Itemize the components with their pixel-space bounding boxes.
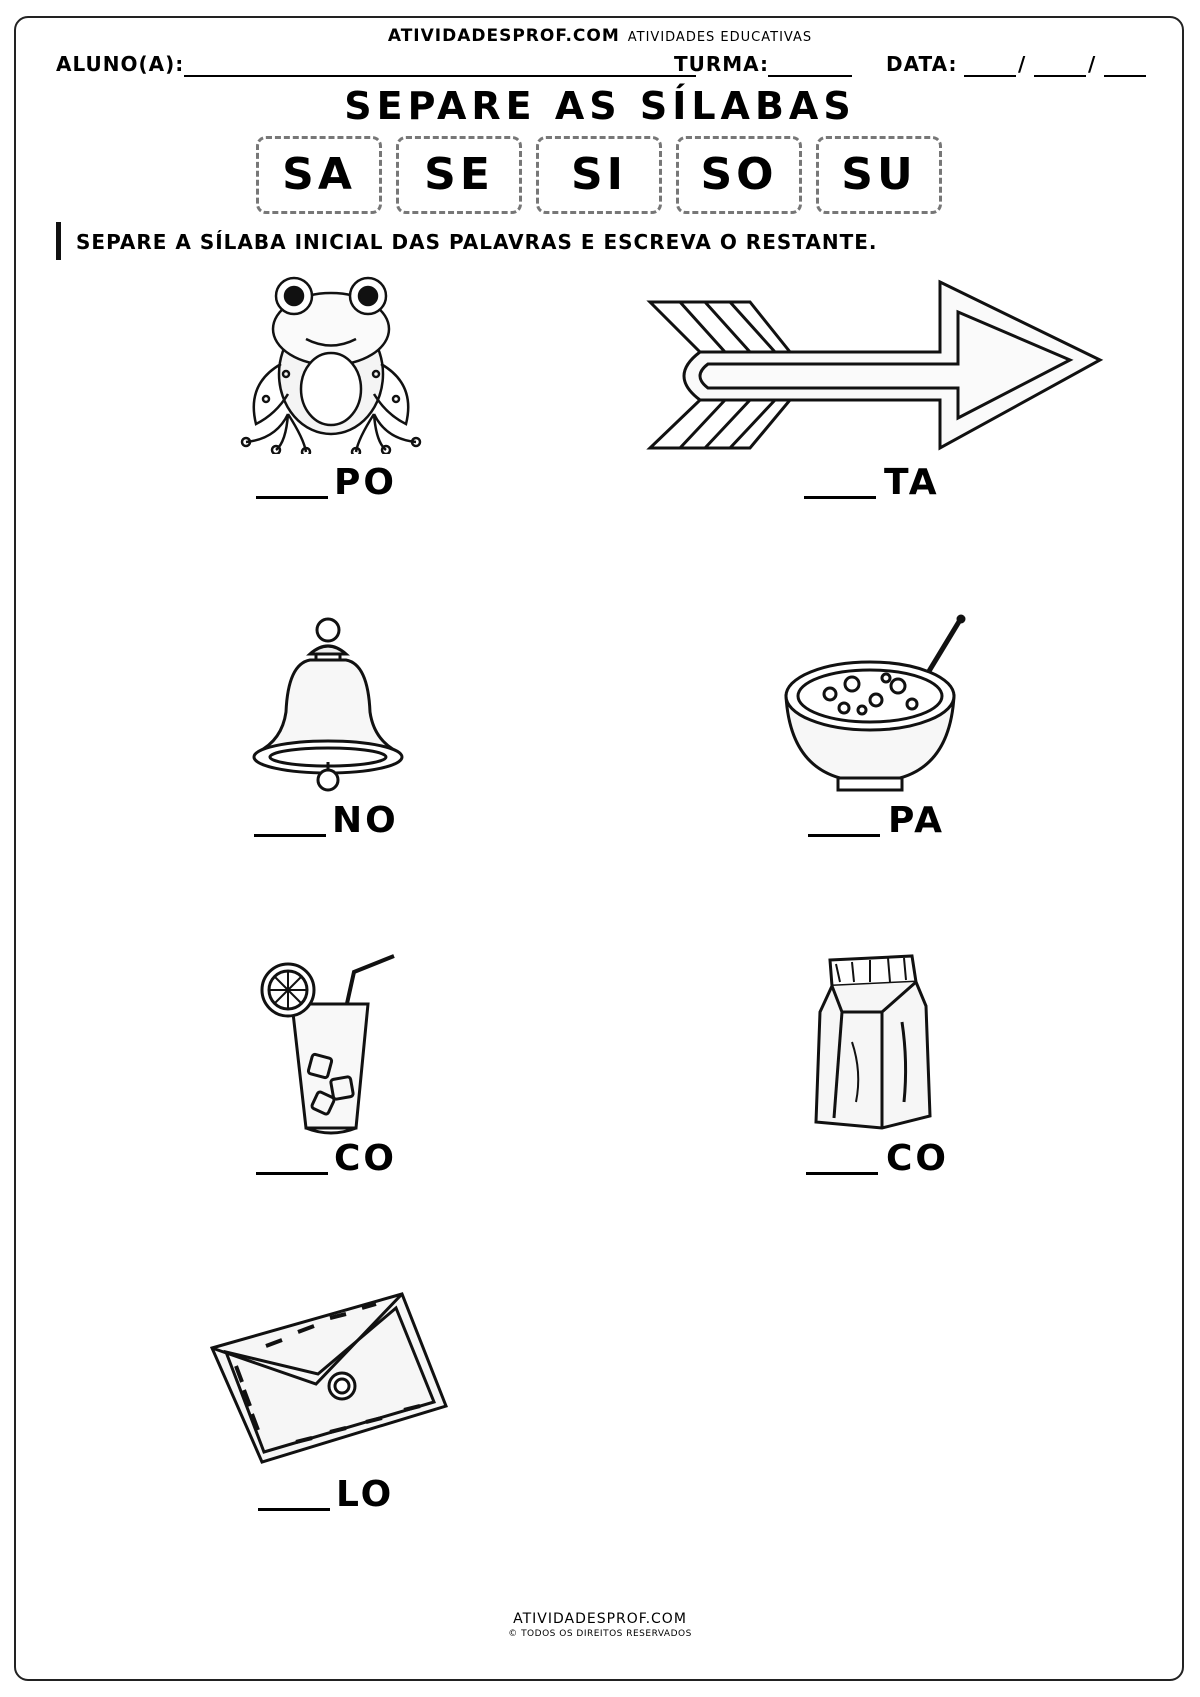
footer-site: ATIVIDADESPROF.COM (513, 1611, 687, 1627)
word-suffix: PO (334, 462, 397, 503)
instruction-marker (56, 222, 61, 260)
arrow-icon (646, 279, 1104, 451)
syllable-box: SI (536, 136, 662, 214)
page-footer: ATIVIDADESPROF.COM © TODOS OS DIREITOS R… (0, 1611, 1200, 1639)
answer-blank[interactable] (256, 1172, 328, 1175)
answer-blank[interactable] (808, 834, 880, 837)
student-name-field[interactable] (184, 75, 696, 77)
class-field[interactable] (768, 75, 852, 77)
site-name: ATIVIDADESPROF.COM (387, 26, 620, 46)
site-subtitle: ATIVIDADES EDUCATIVAS (627, 30, 813, 45)
syllable-boxes: SA SE SI SO SU (256, 136, 946, 216)
word-suffix: PA (888, 800, 945, 841)
soup-bowl-icon (784, 614, 966, 792)
bell-icon (252, 617, 404, 792)
word-suffix: TA (884, 462, 940, 503)
student-info-row: ALUNO(A): TURMA: DATA: / / (56, 52, 1146, 80)
date-day-field[interactable] (964, 75, 1016, 77)
site-header: ATIVIDADESPROF.COM ATIVIDADES EDUCATIVAS (0, 26, 1200, 46)
syllable-box: SE (396, 136, 522, 214)
date-label: DATA: (886, 52, 958, 76)
footer-rights: © TODOS OS DIREITOS RESERVADOS (508, 1629, 692, 1639)
page-title: SEPARE AS SÍLABAS (344, 84, 856, 128)
student-label: ALUNO(A): (56, 52, 185, 76)
answer-blank[interactable] (258, 1508, 330, 1511)
date-month-field[interactable] (1034, 75, 1086, 77)
date-separator-2: / (1088, 52, 1097, 76)
syllable-box: SU (816, 136, 942, 214)
syllable-box: SA (256, 136, 382, 214)
word-suffix: NO (332, 800, 399, 841)
page-border (14, 16, 1184, 1681)
class-label: TURMA: (674, 52, 770, 76)
answer-blank[interactable] (256, 496, 328, 499)
juice-glass-icon (260, 954, 395, 1135)
syllable-box: SO (676, 136, 802, 214)
date-year-field[interactable] (1104, 75, 1146, 77)
answer-blank[interactable] (254, 834, 326, 837)
frog-icon (240, 276, 422, 454)
word-suffix: CO (886, 1138, 950, 1179)
answer-blank[interactable] (804, 496, 876, 499)
paper-bag-icon (814, 954, 932, 1130)
date-separator-1: / (1018, 52, 1027, 76)
answer-blank[interactable] (806, 1172, 878, 1175)
instruction-text: SEPARE A SÍLABA INICIAL DAS PALAVRAS E E… (76, 230, 878, 254)
word-suffix: LO (336, 1474, 395, 1515)
wallet-icon (209, 1292, 448, 1464)
word-suffix: CO (334, 1138, 398, 1179)
